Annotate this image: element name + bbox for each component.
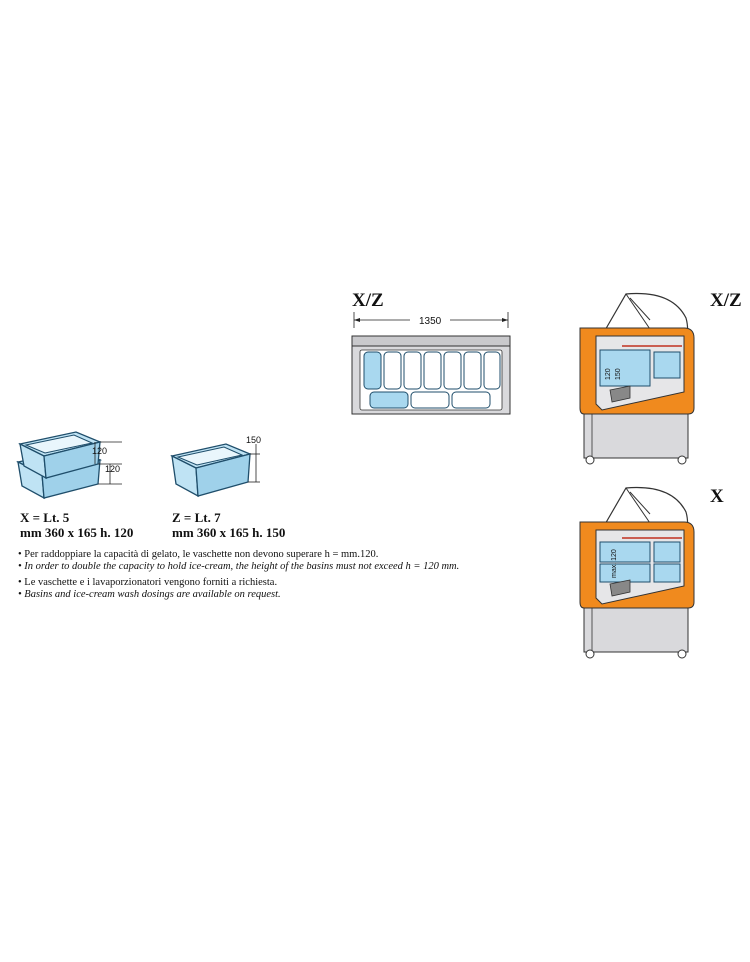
side-view-x-diagram: max. 120 bbox=[579, 486, 695, 659]
basin-x-double-illustration: 120 120 bbox=[16, 431, 122, 500]
basin-z-dim: 150 bbox=[246, 435, 261, 445]
basin-x-size-label: mm 360 x 165 h. 120 bbox=[20, 525, 134, 540]
basin-z-size-label: mm 360 x 165 h. 150 bbox=[172, 525, 286, 540]
side-view-x-dim: max. 120 bbox=[611, 549, 618, 578]
basin-z-illustration: 150 bbox=[170, 435, 261, 498]
top-view-diagram: 1350 bbox=[351, 312, 511, 415]
notes-block: • Per raddoppiare la capacità di gelato,… bbox=[18, 549, 459, 601]
note-en-capacity: • In order to double the capacity to hol… bbox=[18, 561, 460, 572]
note-it-availability: • Le vaschette e i lavaporzionatori veng… bbox=[18, 577, 278, 588]
note-it-capacity: • Per raddoppiare la capacità di gelato,… bbox=[18, 549, 379, 560]
basin-x-dim-bottom: 120 bbox=[105, 464, 120, 474]
top-view-basin-7 bbox=[483, 351, 501, 390]
top-view-basin-10 bbox=[451, 391, 491, 409]
basin-x-capacity-label: X = Lt. 5 bbox=[20, 510, 70, 525]
top-view-basin-2 bbox=[383, 351, 402, 390]
note-en-availability: • Basins and ice-cream wash dosings are … bbox=[18, 589, 281, 600]
top-view-width-dim: 1350 bbox=[419, 316, 442, 327]
top-view-code: X/Z bbox=[352, 290, 384, 311]
top-view-basin-8 bbox=[369, 391, 409, 409]
top-view-basin-9 bbox=[410, 391, 450, 409]
side-view-x-code: X bbox=[710, 486, 724, 507]
top-view-basin-4 bbox=[423, 351, 442, 390]
side-view-xz-diagram: 120 150 bbox=[579, 292, 695, 465]
side-view-xz-dim-a: 120 bbox=[605, 368, 612, 380]
top-view-basin-5 bbox=[443, 351, 462, 390]
top-view-basin-1 bbox=[363, 351, 382, 390]
basin-x-dim-top: 120 bbox=[92, 446, 107, 456]
top-view-basin-3 bbox=[403, 351, 422, 390]
side-view-xz-dim-b: 150 bbox=[615, 368, 622, 380]
side-view-xz-code: X/Z bbox=[710, 290, 742, 311]
top-view-basin-6 bbox=[463, 351, 482, 390]
basin-z-capacity-label: Z = Lt. 7 bbox=[172, 510, 221, 525]
